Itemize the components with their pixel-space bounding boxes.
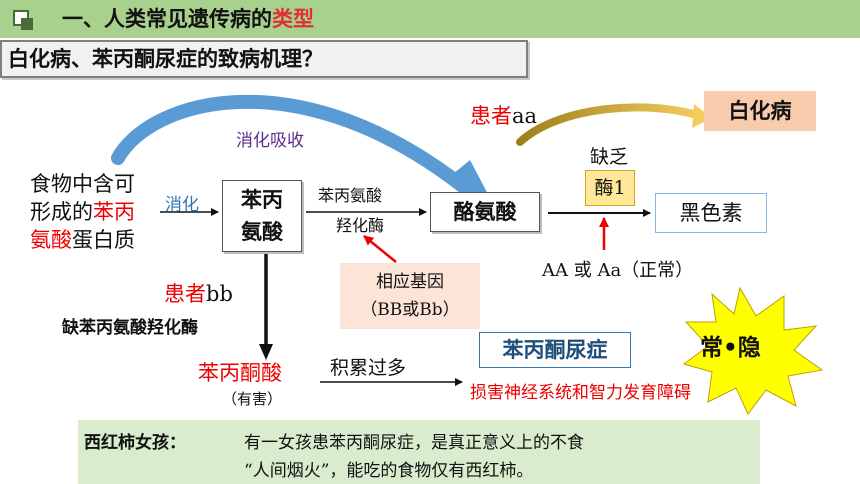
header-bar <box>0 0 860 38</box>
phenylalanine-line-1: 苯丙 <box>241 188 283 212</box>
digest-absorb-label: 消化吸收 <box>236 131 304 151</box>
tomato-girl-line-2: “人间烟火”，能吃的食物仅有西红柿。 <box>244 461 534 481</box>
albinism-curve-arrow <box>516 103 704 146</box>
tomato-girl-line-1: 有一女孩患苯丙酮尿症，是真正意义上的不食 <box>244 433 584 453</box>
patient-aa-genotype: aa <box>512 104 538 128</box>
albinism-curve-arrowhead <box>692 104 712 128</box>
pku-box: 苯丙酮尿症 <box>479 332 631 368</box>
phenylalanine-line-2: 氨酸 <box>241 220 283 244</box>
question-banner <box>0 40 528 78</box>
damage-label: 损害神经系统和智力发育障碍 <box>470 383 691 403</box>
section-title: 一、人类常见遗传病的类型 <box>62 4 314 34</box>
food-line-2-a: 形成的 <box>30 200 93 224</box>
phe-acid-label: 苯丙氨酸 <box>318 186 383 205</box>
inheritance-badge: 常•隐 <box>700 335 761 361</box>
phe-down-arrowhead <box>259 344 273 360</box>
patient-bb-genotype: bb <box>206 282 233 306</box>
normal-genotype-label: AA 或 Aa（正常） <box>542 260 694 281</box>
gene-box: 相应基因 （BB或Bb） <box>340 263 480 329</box>
section-title-highlight: 类型 <box>272 7 314 31</box>
gene-arrow <box>363 235 397 263</box>
gene-line-2: （BB或Bb） <box>360 300 460 320</box>
patient-bb-prefix: 患者 <box>164 282 206 306</box>
food-line-1: 食物中含可 <box>30 172 135 196</box>
hydroxylase-label: 羟化酶 <box>336 216 385 235</box>
food-line-2-b: 苯丙 <box>93 200 135 224</box>
section-title-prefix: 一、人类常见遗传病的 <box>62 7 272 31</box>
melanin-box: 黑色素 <box>655 193 767 233</box>
enzyme1-box: 酶1 <box>585 170 635 206</box>
digest-label: 消化 <box>165 195 199 215</box>
food-line-2: 形成的苯丙 <box>30 198 135 226</box>
phenylpyruvic-acid-label: 苯丙酮酸 <box>198 361 282 385</box>
patient-aa-label: 患者aa <box>470 100 537 130</box>
food-line-3: 氨酸蛋白质 <box>30 226 135 254</box>
food-line-3-a: 氨酸 <box>30 228 72 252</box>
digestion-curve-arrowhead <box>448 160 490 198</box>
phenylalanine-box: 苯丙 氨酸 <box>222 180 302 252</box>
gene-line-1: 相应基因 <box>376 272 444 292</box>
accumulate-label: 积累过多 <box>330 357 407 379</box>
section-icon-accent <box>21 18 33 30</box>
food-line-3-b: 蛋白质 <box>72 228 135 252</box>
lack-enzyme-label: 缺苯丙氨酸羟化酶 <box>62 318 198 338</box>
patient-bb-label: 患者bb <box>164 278 233 308</box>
albinism-box: 白化病 <box>704 91 816 131</box>
lack-label: 缺乏 <box>590 146 629 168</box>
digestion-curve-arrow <box>111 94 477 199</box>
harmful-label: （有害） <box>222 390 283 408</box>
tomato-girl-label: 西红柿女孩： <box>84 433 186 453</box>
badge-starburst <box>682 286 824 415</box>
question-text: 白化病、苯丙酮尿症的致病机理？ <box>8 47 323 71</box>
food-text: 食物中含可 形成的苯丙 氨酸蛋白质 <box>30 170 135 254</box>
tyrosine-box: 酪氨酸 <box>430 192 540 232</box>
tomato-girl-note <box>78 420 760 484</box>
patient-aa-prefix: 患者 <box>470 104 512 128</box>
